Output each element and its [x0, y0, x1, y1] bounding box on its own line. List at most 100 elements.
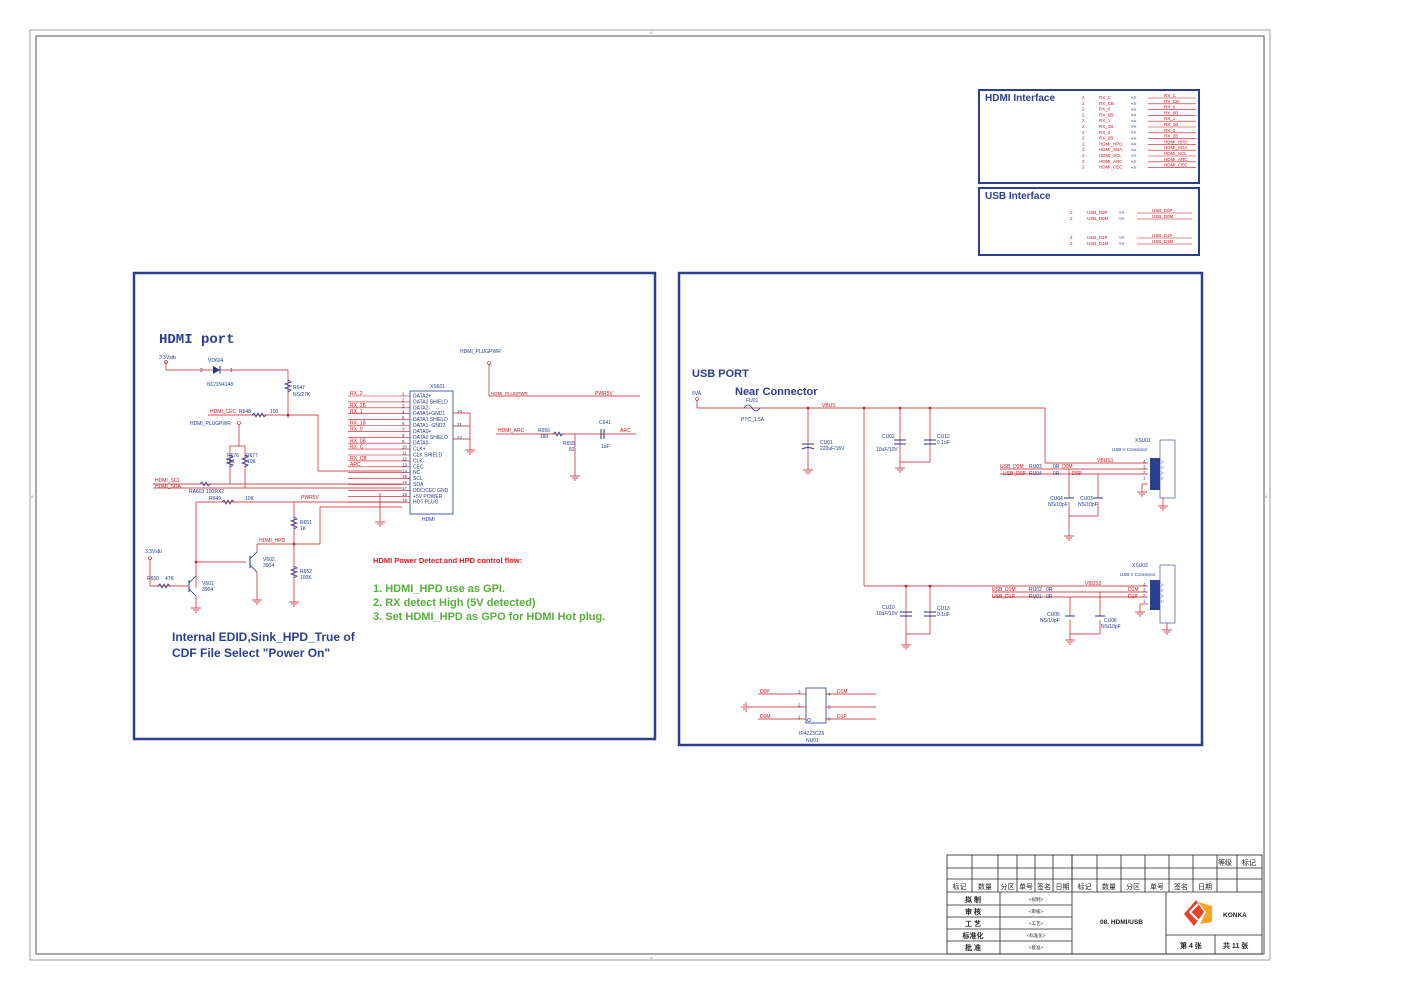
d1m-label: D1M: [1128, 587, 1139, 593]
port-arrow-icon: «»: [1131, 113, 1137, 119]
cu02-label: CU02: [882, 434, 895, 440]
flow-step-3: 3. Set HDMI_HPD as GPO for HDMI Hot plug…: [373, 611, 605, 623]
rail-33-label: 3.3Vstb: [159, 355, 176, 361]
title-block-header: 分区: [1126, 882, 1140, 891]
r655-label: R655: [563, 441, 575, 447]
usb-conn-pin-mark: ▷: [1161, 470, 1165, 475]
hdmi-iface-net-right: HDMI_HPD: [1164, 139, 1188, 144]
hdmi-pin-name: DATA2 SHIELD: [413, 399, 448, 405]
hdmi-pin-net: RX_0B: [350, 438, 367, 444]
ru02-value: 0R: [1046, 587, 1053, 593]
hdmi-interface-title: HDMI Interface: [985, 93, 1055, 104]
arc-out-label: ARC: [620, 428, 631, 434]
title-block-role-value: <工艺>: [1029, 921, 1044, 926]
hdmi-pin-name: +5V POWER: [413, 494, 443, 500]
usb-iface-net-right: USB_D1M: [1152, 239, 1174, 244]
title-block-role: 工 艺: [965, 919, 981, 928]
hdmi-pin-number: 6: [402, 421, 405, 426]
cu10-value: 10uF/10V: [876, 611, 898, 617]
usb-iface-net-left: USB_D0M: [1087, 216, 1109, 221]
hdmi-iface-pin: 2: [1082, 124, 1085, 129]
r676-label: R676: [227, 453, 239, 459]
port-arrow-icon: «»: [1131, 130, 1137, 136]
hdmi-iface-pin: 2: [1082, 112, 1085, 117]
cu05-value: NS/10pF: [1040, 618, 1060, 624]
usb-conn-pin-number: 2: [1143, 593, 1146, 598]
r677-value: 10K: [247, 459, 257, 465]
rail-5va-label: 5VA: [692, 391, 702, 397]
usb-conn-pin-number: 1: [1143, 476, 1146, 481]
hdmi-iface-net-right: RX_2: [1164, 128, 1176, 133]
hdmi-pin-number: 10: [402, 445, 408, 450]
usb-port-title: USB PORT: [692, 368, 749, 380]
usb-conn-pin-mark: ▷: [1161, 582, 1165, 587]
cu01-value: 220uF/16V: [820, 446, 845, 452]
ground-icon: [570, 475, 580, 481]
port-arrow-icon: «»: [1131, 159, 1137, 165]
hdmi-iface-net-left: HDMI_CEC: [1099, 165, 1123, 170]
mark-label: 标记: [1242, 858, 1256, 867]
hdmi-pin-net: RX_1: [350, 409, 363, 415]
flow-title: HDMI Power Detect and HPD control flow:: [373, 556, 522, 565]
frame-mark-bottom: A: [650, 955, 653, 960]
hdmi-pin-name: DATA1 SHIELD: [413, 417, 448, 423]
vbus1-label: VBUS1: [1097, 458, 1114, 464]
flow-step-2: 2. RX detect High (5V detected): [373, 597, 536, 609]
usb-conn-pin-mark: ▷: [1161, 459, 1165, 464]
r676-resistor-icon: [225, 454, 235, 468]
shield-pin-20: 20: [457, 409, 463, 414]
r652-value: 100K: [300, 575, 312, 581]
hdmi-pin-name: DDC/CEC GND: [413, 488, 449, 494]
v602-label: V602: [263, 557, 275, 563]
title-block-header: 标记: [953, 882, 967, 891]
hdmi-pin-name: CLK SHIELD: [413, 453, 443, 459]
title-block-role-value: <批准>: [1029, 944, 1044, 951]
nu01-pin-right: 5: [828, 705, 831, 710]
vbus2-label: VBUS2: [1085, 581, 1102, 587]
hdmi-port-block: HDMI port 3.3Vstb VD604 2 1 NC/1N4148 R6…: [132, 271, 657, 741]
xsu02-pins: 4▷3▷2▷1▷: [1143, 582, 1165, 604]
cu12-label: CU12: [937, 434, 950, 440]
title-block-header: 单号: [1150, 882, 1164, 891]
hdmi-pin-name: DATA2-: [413, 405, 430, 411]
port-arrow-icon: «»: [1119, 210, 1125, 216]
hdmi-iface-net-left: RX_C: [1099, 95, 1112, 100]
hdmi-iface-net-right: RX_CB: [1164, 99, 1179, 104]
port-arrow-icon: «»: [1131, 124, 1137, 130]
hdmi-iface-pin: 2: [1082, 153, 1085, 158]
hdmi-iface-net-right: RX_C: [1164, 93, 1177, 98]
r647-label: R647: [293, 385, 305, 391]
drawing-title: 08. HDMI/USB: [1100, 919, 1143, 926]
nu01-pin-left: 2: [798, 703, 801, 708]
ground-icon: [895, 467, 905, 473]
r651-resistor-icon: [289, 516, 299, 530]
d0m-label: D0M: [1062, 464, 1073, 470]
hdmi-iface-pin: 2: [1082, 118, 1085, 123]
hdmi-iface-net-right: HDMI_SDA: [1164, 145, 1187, 150]
nu01-d0m-label: D0M: [760, 714, 771, 720]
hdmi-pin-net: RX_C: [350, 444, 364, 450]
r649-label: R649: [209, 496, 221, 502]
r656-label: R656: [538, 428, 550, 434]
cu12-value: 0.1uF: [937, 440, 950, 446]
nu01-d1p-label: D1P: [837, 714, 847, 720]
hdmi-pin-number: 11: [402, 451, 407, 456]
port-arrow-icon: «»: [1131, 107, 1137, 113]
cu10-label: CU10: [882, 605, 895, 611]
edid-note-line2: CDF File Select "Power On": [172, 646, 330, 660]
hdmi-iface-net-right: RX_1B: [1164, 122, 1178, 127]
hdmi-iface-net-left: RX_0: [1099, 107, 1111, 112]
r648-label: R648: [239, 409, 251, 415]
hdmi-pin-number: 15: [402, 474, 408, 479]
hdmi-pin-number: 13: [402, 462, 408, 467]
usb-port-block: USB PORT Near Connector 5VA FU01 PTC_1.5…: [677, 271, 1204, 747]
xsu01-label: XSU01: [1135, 438, 1151, 444]
d0p-label: D0P: [1072, 471, 1082, 477]
hdmi-iface-pin: 2: [1082, 107, 1085, 112]
ra603-label: RA603: [189, 489, 205, 495]
hdmi-iface-net-right: RX_2B: [1164, 134, 1178, 139]
hdmi-pin-name: DATA1+GND1: [413, 411, 445, 417]
